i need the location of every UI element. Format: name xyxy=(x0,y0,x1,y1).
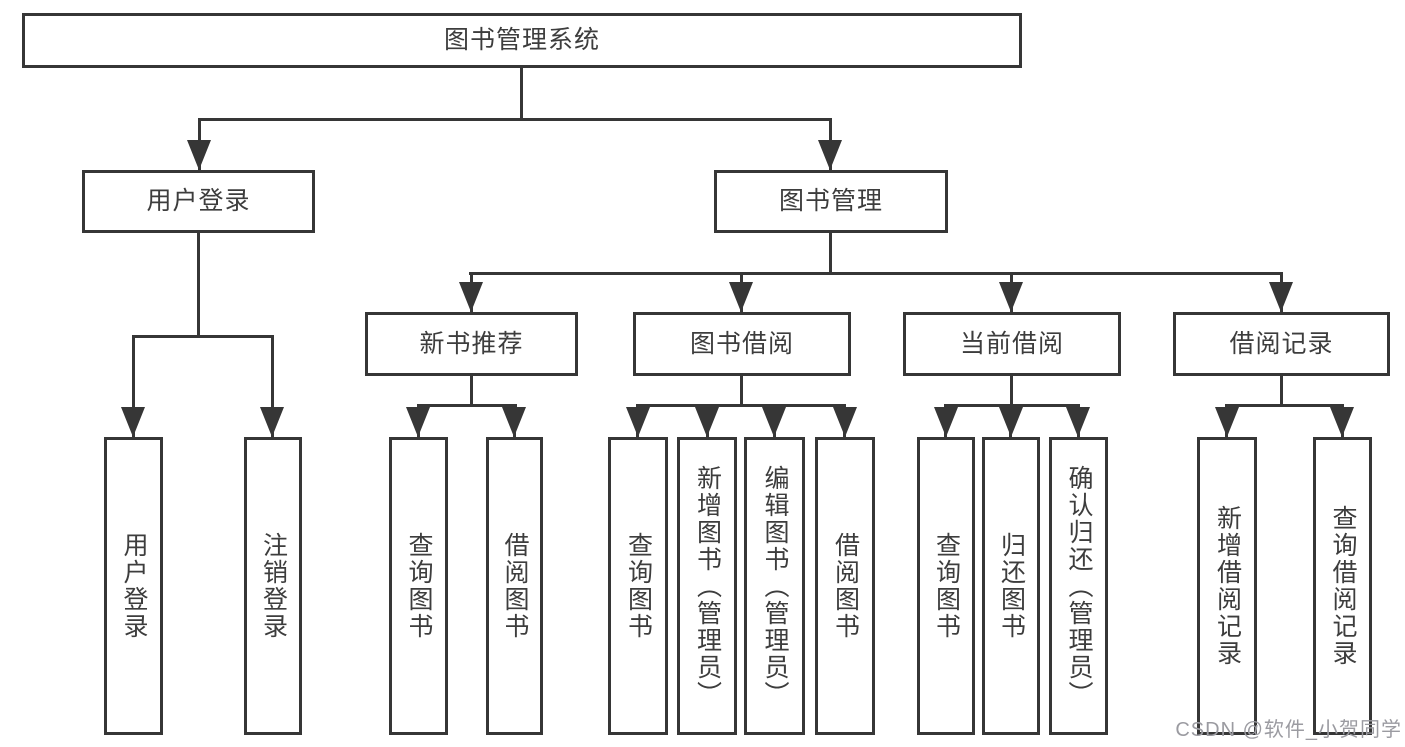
leaf-add-book-admin: 新增图书（管理员） xyxy=(677,437,737,735)
arrow-down-icon xyxy=(260,407,284,437)
leaf-label: 查询图书 xyxy=(932,532,961,640)
arrow-down-icon xyxy=(934,407,958,437)
leaf-label: 用户登录 xyxy=(120,532,148,640)
node-label: 图书管理系统 xyxy=(443,26,600,54)
arrow-down-icon xyxy=(626,407,650,437)
leaf-user-login: 用户登录 xyxy=(104,437,163,735)
leaf-label: 注销登录 xyxy=(259,532,288,640)
node-library-management-system: 图书管理系统 xyxy=(22,13,1022,68)
leaf-label: 新增图书（管理员） xyxy=(693,464,722,708)
node-book-management: 图书管理 xyxy=(714,170,948,233)
csdn-watermark: CSDN @软件_小贺同学 xyxy=(1175,719,1402,741)
connector-line xyxy=(520,66,523,121)
leaf-label: 查询借阅记录 xyxy=(1329,505,1357,667)
leaf-borrow-book-recommend: 借阅图书 xyxy=(486,437,543,735)
connector-line xyxy=(470,374,473,407)
arrow-down-icon xyxy=(406,407,430,437)
connector-line xyxy=(1010,374,1013,407)
leaf-label: 借阅图书 xyxy=(831,532,860,640)
node-label: 当前借阅 xyxy=(959,329,1064,358)
connector-line xyxy=(469,272,1282,275)
leaf-borrow-book: 借阅图书 xyxy=(815,437,875,735)
connector-line xyxy=(740,374,743,407)
leaf-label: 借阅图书 xyxy=(501,532,529,640)
arrow-down-icon xyxy=(999,407,1023,437)
leaf-search-borrow-record: 查询借阅记录 xyxy=(1313,437,1372,735)
arrow-down-icon xyxy=(695,407,719,437)
leaf-return-book: 归还图书 xyxy=(982,437,1040,735)
leaf-label: 确认归还（管理员） xyxy=(1065,464,1093,708)
connector-line xyxy=(1280,374,1283,407)
connector-line xyxy=(1225,404,1344,407)
arrow-down-icon xyxy=(1330,407,1354,437)
leaf-add-borrow-record: 新增借阅记录 xyxy=(1197,437,1257,735)
arrow-down-icon xyxy=(1269,282,1293,312)
arrow-down-icon xyxy=(187,140,211,170)
node-new-book-recommend: 新书推荐 xyxy=(365,312,578,376)
leaf-edit-book-admin: 编辑图书（管理员） xyxy=(744,437,805,735)
arrow-down-icon xyxy=(762,407,786,437)
arrow-down-icon xyxy=(1215,407,1239,437)
node-label: 用户登录 xyxy=(146,187,251,215)
arrow-down-icon xyxy=(818,140,842,170)
arrow-down-icon xyxy=(833,407,857,437)
leaf-label: 归还图书 xyxy=(997,532,1026,640)
connector-line xyxy=(829,231,832,275)
arrow-down-icon xyxy=(502,407,526,437)
connector-line xyxy=(944,404,1080,407)
connector-line xyxy=(271,335,274,437)
node-current-borrowing: 当前借阅 xyxy=(903,312,1121,376)
node-book-borrowing: 图书借阅 xyxy=(633,312,851,376)
node-borrowing-records: 借阅记录 xyxy=(1173,312,1390,376)
leaf-search-books-recommend: 查询图书 xyxy=(389,437,448,735)
node-user-login: 用户登录 xyxy=(82,170,315,233)
node-label: 借阅记录 xyxy=(1229,329,1334,358)
leaf-label: 查询图书 xyxy=(624,532,653,640)
arrow-down-icon xyxy=(729,282,753,312)
node-label: 图书管理 xyxy=(778,187,883,215)
leaf-label: 查询图书 xyxy=(405,532,433,640)
leaf-logout: 注销登录 xyxy=(244,437,302,735)
arrow-down-icon xyxy=(459,282,483,312)
arrow-down-icon xyxy=(999,282,1023,312)
leaf-search-books-current: 查询图书 xyxy=(917,437,975,735)
node-label: 图书借阅 xyxy=(689,329,794,358)
leaf-label: 编辑图书（管理员） xyxy=(761,464,789,708)
leaf-confirm-return-admin: 确认归还（管理员） xyxy=(1049,437,1108,735)
connector-line xyxy=(132,335,274,338)
leaf-search-books-borrow: 查询图书 xyxy=(608,437,668,735)
connector-line xyxy=(198,118,832,121)
connector-line xyxy=(417,404,517,407)
arrow-down-icon xyxy=(1066,407,1090,437)
leaf-label: 新增借阅记录 xyxy=(1213,505,1242,667)
connector-line xyxy=(132,335,135,437)
arrow-down-icon xyxy=(121,407,145,437)
node-label: 新书推荐 xyxy=(419,329,524,358)
connector-line xyxy=(636,404,846,407)
connector-line xyxy=(197,231,200,338)
